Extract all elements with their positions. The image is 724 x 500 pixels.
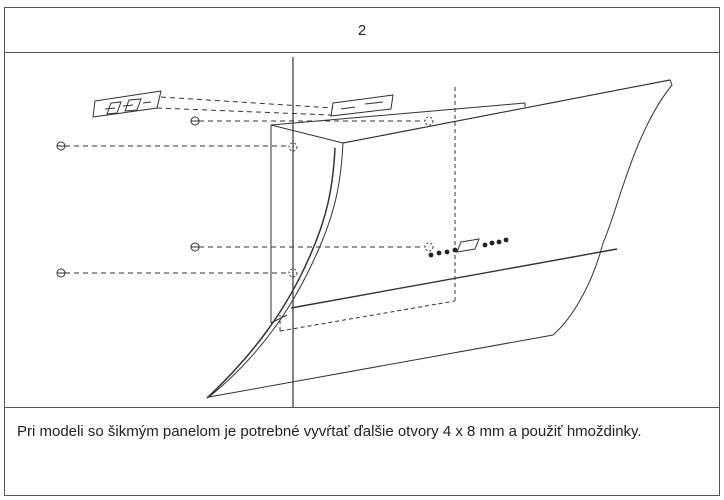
screw-lower-left xyxy=(56,268,298,278)
screw-lower-center xyxy=(190,242,434,252)
bracket-right xyxy=(330,94,394,117)
control-buttons-left xyxy=(428,247,458,258)
step-caption: Pri modeli so šikmým panelom je potrebné… xyxy=(17,423,642,440)
step-number: 2 xyxy=(5,8,719,53)
control-buttons-right xyxy=(482,237,509,248)
display-window xyxy=(456,238,480,253)
instruction-step-frame: 2 xyxy=(4,7,720,496)
glass-panel xyxy=(206,79,673,399)
hood-body xyxy=(270,87,526,332)
mounting-figure xyxy=(5,53,719,408)
bracket-left xyxy=(92,90,162,118)
screw-upper-left xyxy=(56,141,298,152)
range-hood-drawing xyxy=(56,57,673,407)
